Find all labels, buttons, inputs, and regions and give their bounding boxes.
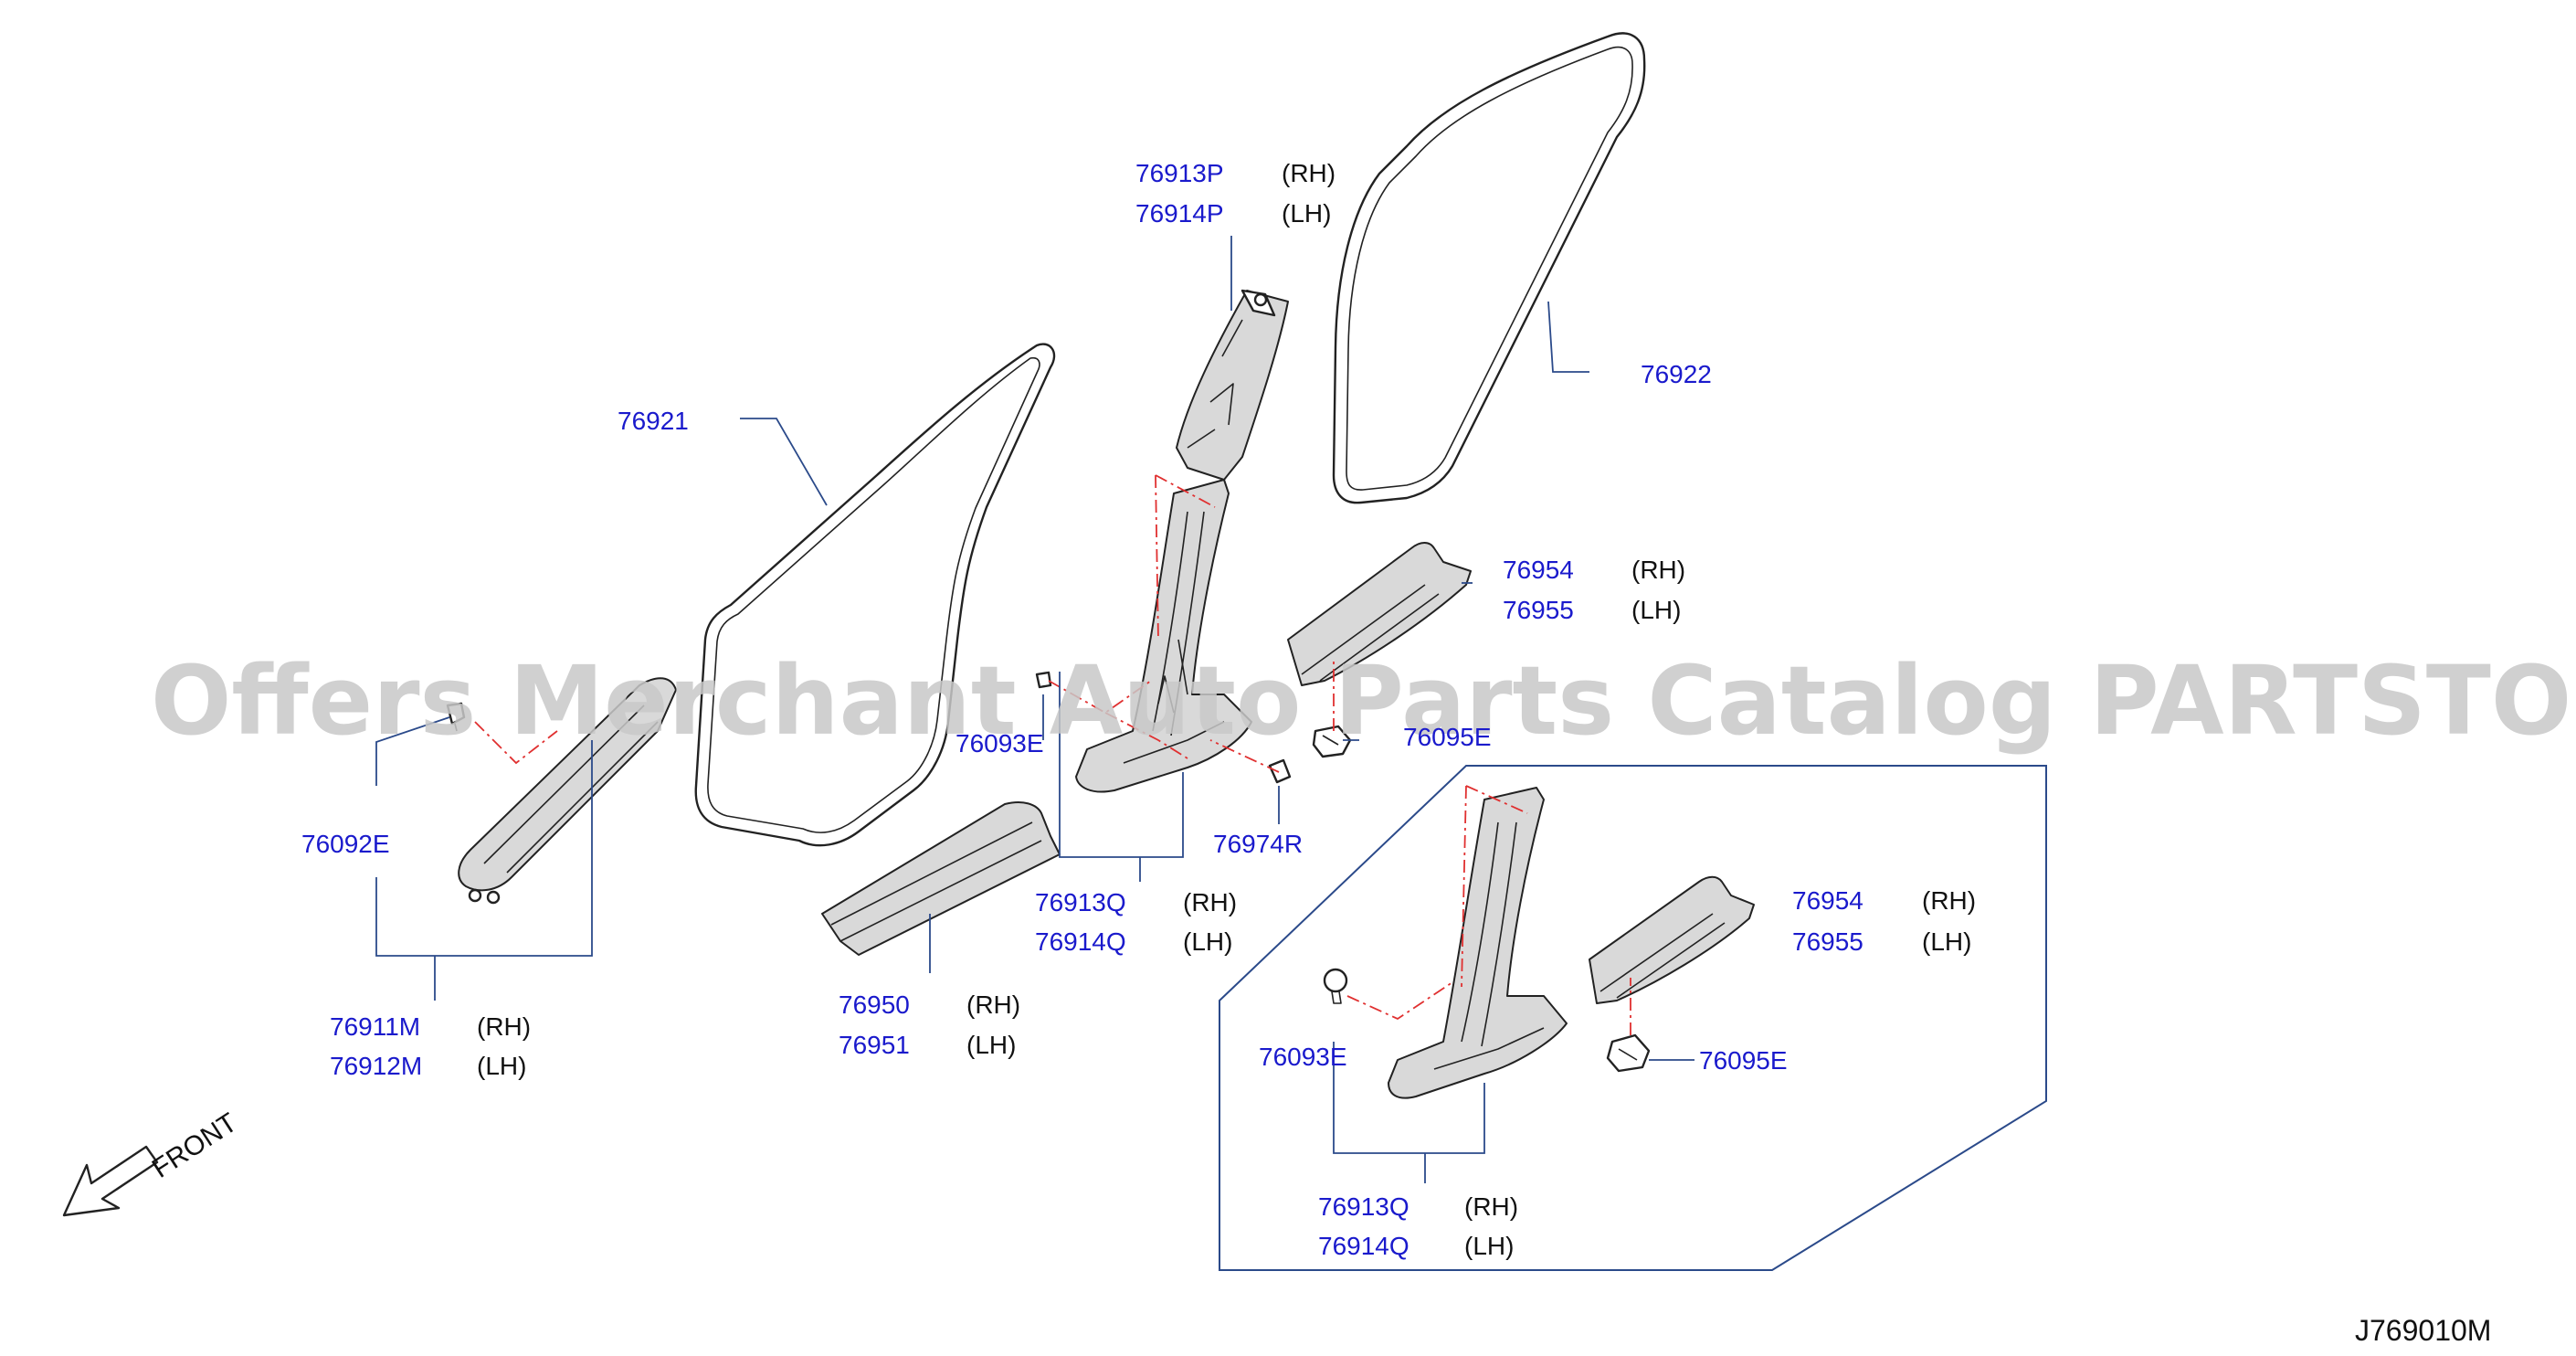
side-label: (RH) xyxy=(1183,888,1237,916)
part-number: 76954 xyxy=(1503,556,1574,584)
part-number: 76913Q xyxy=(1318,1192,1409,1221)
inset-box xyxy=(1219,765,2047,1271)
clip-76092E xyxy=(446,702,466,732)
part-number-76093E-upper: 76093E xyxy=(955,729,1044,757)
side-label: (LH) xyxy=(966,1031,1016,1059)
front-pillar-garnish xyxy=(458,677,677,905)
front-kicking-plate xyxy=(821,801,1061,956)
rear-door-weatherstrip xyxy=(1332,32,1646,504)
part-number-76922: 76922 xyxy=(1641,360,1712,388)
callout-76913P: 76913P (RH) xyxy=(1135,159,1336,187)
front-label: FRONT xyxy=(147,1107,243,1184)
part-number: 76911M xyxy=(330,1012,420,1041)
side-label: (LH) xyxy=(1464,1232,1514,1260)
side-label: (RH) xyxy=(1922,886,1976,915)
callout-76911M: 76911M (RH) xyxy=(330,1012,531,1041)
side-label: (RH) xyxy=(1464,1192,1518,1221)
side-label: (RH) xyxy=(1631,556,1685,584)
part-number-76921: 76921 xyxy=(618,407,689,435)
part-number: 76914Q xyxy=(1035,927,1126,956)
side-label: (LH) xyxy=(1282,199,1331,228)
part-number: 76955 xyxy=(1503,596,1574,624)
callout-76954-upper: 76954 (RH) xyxy=(1503,556,1685,584)
part-number: 76912M xyxy=(330,1052,422,1080)
side-label: (LH) xyxy=(1631,596,1681,624)
callout-76913Q-inset: 76913Q (RH) xyxy=(1318,1192,1518,1221)
side-label: (LH) xyxy=(477,1052,526,1080)
inset-center-pillar-lower xyxy=(1388,787,1568,1099)
side-label: (LH) xyxy=(1922,927,1971,956)
callout-76950: 76950 (RH) xyxy=(839,991,1020,1019)
rear-kicking-plate-upper xyxy=(1287,542,1472,686)
part-number-76093E-inset: 76093E xyxy=(1259,1043,1347,1071)
inset-clip-76093E xyxy=(1323,968,1348,1004)
part-number-76095E-inset: 76095E xyxy=(1699,1046,1788,1075)
part-number: 76951 xyxy=(839,1031,910,1059)
center-pillar-lower-trim xyxy=(1075,479,1252,793)
cover-76974R xyxy=(1268,758,1292,784)
part-number: 76950 xyxy=(839,991,910,1019)
part-number: 76914Q xyxy=(1318,1232,1409,1260)
callout-76914P: 76914P (LH) xyxy=(1135,199,1331,228)
part-number: 76954 xyxy=(1792,886,1863,915)
watermark: Offers Merchant Auto Parts Catalog PARTS… xyxy=(151,645,2576,757)
part-number-76974R: 76974R xyxy=(1213,830,1303,858)
part-number-76095E-upper: 76095E xyxy=(1403,723,1492,751)
front-arrow xyxy=(62,1145,159,1217)
callout-76913Q-upper: 76913Q (RH) xyxy=(1035,888,1237,916)
callout-76951: 76951 (LH) xyxy=(839,1031,1016,1059)
callout-76954-inset: 76954 (RH) xyxy=(1792,886,1976,915)
side-label: (RH) xyxy=(1282,159,1336,187)
side-label: (RH) xyxy=(966,991,1020,1019)
part-number: 76955 xyxy=(1792,927,1863,956)
front-door-weatherstrip xyxy=(694,343,1056,847)
upper-pillar-garnish xyxy=(1176,289,1289,481)
leader-lines xyxy=(375,236,1694,1183)
diagram-code: J769010M xyxy=(2355,1314,2491,1347)
clip-76095E-upper xyxy=(1312,725,1352,758)
part-number-76092E: 76092E xyxy=(301,830,390,858)
side-label: (RH) xyxy=(477,1012,531,1041)
callout-76914Q-upper: 76914Q (LH) xyxy=(1035,927,1232,956)
side-label: (LH) xyxy=(1183,927,1232,956)
alignment-lines xyxy=(474,474,1631,1035)
callout-76955-inset: 76955 (LH) xyxy=(1792,927,1971,956)
callout-76912M: 76912M (LH) xyxy=(330,1052,526,1080)
inset-clip-76095E xyxy=(1606,1033,1651,1073)
callout-76955-upper: 76955 (LH) xyxy=(1503,596,1681,624)
part-number: 76914P xyxy=(1135,199,1224,228)
clip-76093E-upper xyxy=(1035,671,1052,689)
callout-76914Q-inset: 76914Q (LH) xyxy=(1318,1232,1514,1260)
part-number: 76913Q xyxy=(1035,888,1126,916)
part-number: 76913P xyxy=(1135,159,1224,187)
inset-rear-kicking-plate xyxy=(1589,875,1755,1004)
